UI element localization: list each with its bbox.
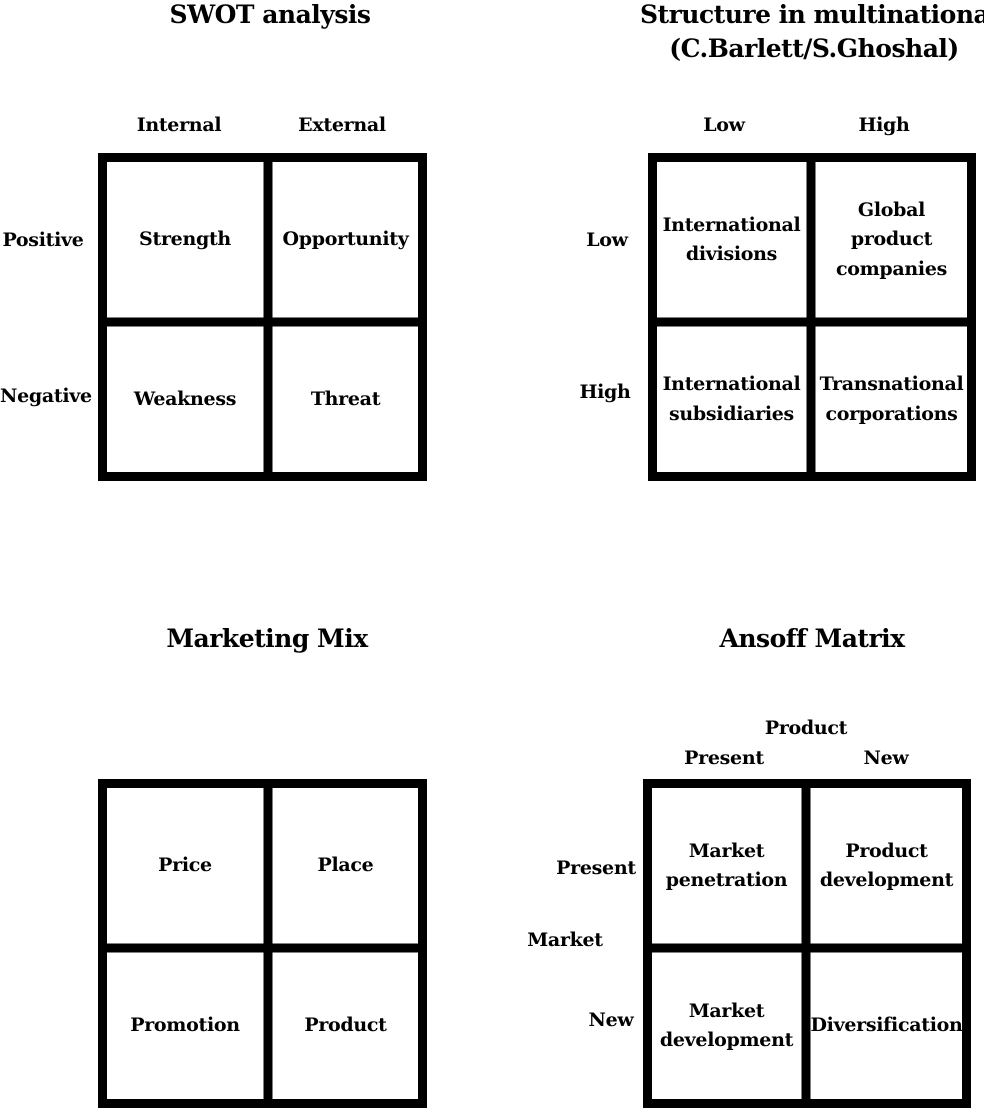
structure-cell-text: International divisions — [662, 213, 801, 265]
swot-col-label-external: External — [298, 114, 386, 136]
marketing-mix-title: Marketing Mix — [166, 624, 368, 653]
structure-cell-international-divisions: International divisions — [657, 162, 806, 318]
ansoff-grid: Market penetration Product development M… — [643, 779, 971, 1108]
ansoff-cell-diversification: Diversification — [810, 953, 963, 1099]
ansoff-grid-horizontal-divider — [652, 943, 962, 953]
ansoff-title: Ansoff Matrix — [719, 624, 905, 653]
structure-title-line-1: Structure in multinationals — [640, 0, 984, 29]
swot-cell-text: Opportunity — [282, 228, 409, 251]
ansoff-cell-text: Market penetration — [665, 839, 788, 891]
ansoff-col-label-present: Present — [684, 747, 764, 769]
marketing-mix-cell-text: Product — [304, 1014, 387, 1037]
structure-cell-text: Global product companies — [835, 198, 948, 280]
swot-cell-threat: Threat — [273, 327, 418, 472]
ansoff-row-label-present: Present — [556, 857, 636, 879]
structure-cell-text: Transnational corporations — [819, 373, 964, 425]
ansoff-cell-text: Product development — [819, 839, 954, 891]
marketing-mix-cell-text: Place — [317, 854, 374, 877]
marketing-mix-cell-text: Price — [158, 854, 212, 877]
structure-col-label-low: Low — [703, 114, 745, 136]
swot-cell-text: Threat — [310, 387, 381, 410]
structure-grid: International divisions Global product c… — [648, 153, 976, 481]
ansoff-col-label-new: New — [863, 747, 909, 769]
ansoff-row-axis-label: Market — [527, 929, 603, 951]
structure-grid-horizontal-divider — [657, 317, 967, 327]
structure-row-label-low: Low — [586, 229, 628, 251]
structure-cell-international-subsidiaries: International subsidiaries — [657, 327, 806, 472]
structure-col-label-high: High — [858, 114, 910, 136]
swot-row-label-negative: Negative — [0, 385, 92, 407]
swot-col-label-internal: Internal — [136, 114, 222, 136]
swot-grid-horizontal-divider — [107, 317, 418, 327]
ansoff-col-axis-label: Product — [764, 717, 848, 739]
marketing-mix-cell-promotion: Promotion — [107, 953, 263, 1099]
ansoff-cell-product-development: Product development — [811, 788, 962, 944]
marketing-mix-grid: Price Place Promotion Product — [98, 779, 427, 1108]
structure-row-label-high: High — [579, 381, 631, 403]
structure-grid-vertical-divider — [806, 162, 816, 472]
marketing-mix-cell-price: Price — [107, 788, 263, 944]
marketing-mix-cell-product: Product — [273, 953, 418, 1099]
ansoff-row-label-new: New — [588, 1009, 634, 1031]
swot-cell-strength: Strength — [107, 162, 263, 318]
marketing-mix-grid-horizontal-divider — [107, 943, 418, 953]
ansoff-cell-text: Diversification — [810, 1014, 963, 1037]
structure-cell-transnational-corporations: Transnational corporations — [816, 327, 967, 472]
structure-cell-text: International subsidiaries — [662, 373, 801, 425]
swot-title: SWOT analysis — [169, 0, 371, 29]
ansoff-cell-market-development: Market development — [652, 953, 801, 1099]
swot-cell-text: Strength — [139, 228, 231, 251]
swot-cell-opportunity: Opportunity — [273, 162, 418, 318]
structure-cell-global-product-companies: Global product companies — [816, 162, 967, 318]
swot-cell-weakness: Weakness — [107, 327, 263, 472]
marketing-mix-cell-place: Place — [273, 788, 418, 944]
ansoff-cell-text: Market development — [659, 999, 794, 1051]
swot-grid: Strength Opportunity Weakness Threat — [98, 153, 427, 481]
marketing-mix-cell-text: Promotion — [130, 1014, 240, 1037]
swot-row-label-positive: Positive — [2, 229, 84, 251]
ansoff-cell-market-penetration: Market penetration — [652, 788, 801, 944]
swot-grid-vertical-divider — [263, 162, 273, 472]
swot-cell-text: Weakness — [133, 387, 237, 410]
structure-title-line-2: (C.Barlett/S.Ghoshal) — [669, 34, 959, 63]
